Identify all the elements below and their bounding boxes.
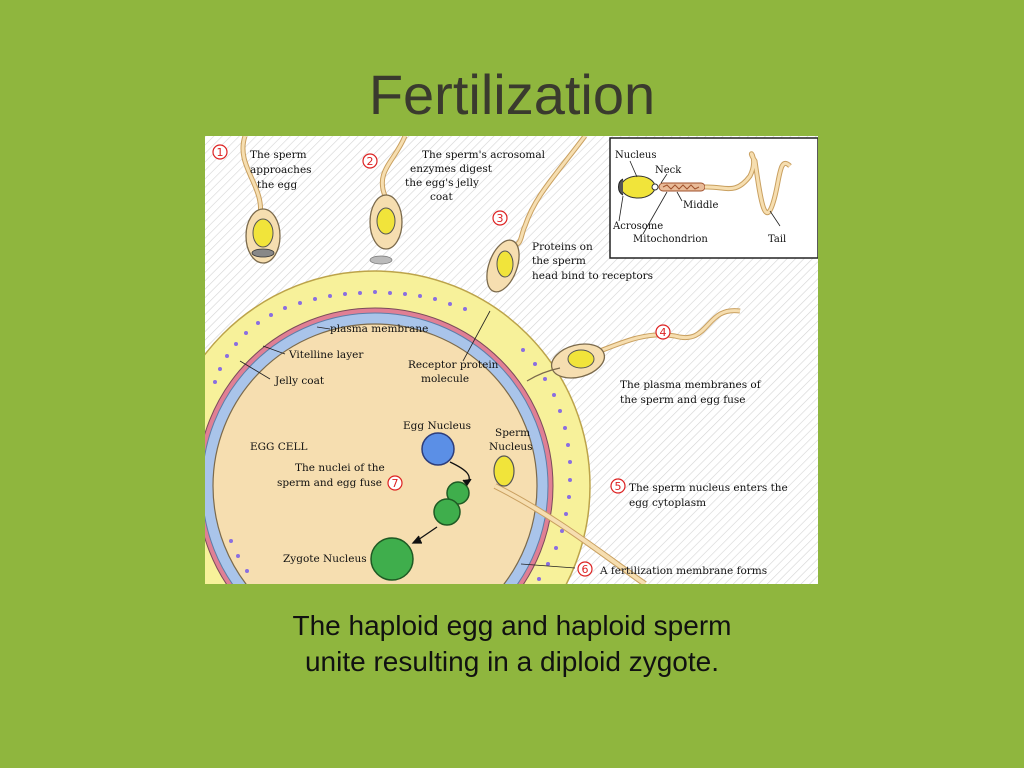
zygote-nucleus-label: Zygote Nucleus bbox=[283, 553, 367, 565]
receptor-dots bbox=[213, 290, 572, 581]
step-3-number: 3 bbox=[497, 212, 504, 225]
svg-text:The sperm nucleus enters the: The sperm nucleus enters the bbox=[629, 482, 788, 494]
step-5-number: 5 bbox=[615, 480, 622, 493]
step-7-text: The nuclei of the sperm and egg fuse bbox=[277, 462, 385, 489]
step-4-number: 4 bbox=[660, 326, 667, 339]
inset-neck-label: Neck bbox=[655, 165, 682, 176]
sperm-anatomy-inset bbox=[609, 137, 818, 259]
svg-text:the sperm and egg fuse: the sperm and egg fuse bbox=[620, 394, 746, 406]
sperm-2 bbox=[369, 136, 408, 265]
step-3-text: Proteins on the sperm head bind to recep… bbox=[532, 241, 653, 282]
svg-text:Receptor protein: Receptor protein bbox=[408, 359, 499, 371]
step-7-number: 7 bbox=[392, 477, 399, 490]
step-1-number: 1 bbox=[217, 146, 224, 159]
fertilization-diagram: 1 2 3 4 5 6 7 The sperm approaches the e… bbox=[205, 136, 818, 584]
slide-title: Fertilization bbox=[368, 63, 656, 126]
step-6-text: A fertilization membrane forms bbox=[599, 565, 767, 577]
svg-text:The plasma membranes of: The plasma membranes of bbox=[620, 379, 762, 391]
svg-text:the egg: the egg bbox=[257, 179, 297, 191]
inset-mitochondrion-label: Mitochondrion bbox=[633, 234, 708, 245]
svg-text:enzymes digest: enzymes digest bbox=[410, 163, 493, 175]
svg-text:Sperm: Sperm bbox=[495, 427, 530, 439]
inset-nucleus-label: Nucleus bbox=[615, 150, 656, 161]
step-numbers: 1 2 3 4 5 6 7 bbox=[212, 144, 671, 577]
sperm-3 bbox=[486, 136, 587, 293]
inset-tail-label: Tail bbox=[768, 234, 786, 245]
svg-text:egg cytoplasm: egg cytoplasm bbox=[629, 497, 706, 509]
step-2-text: The sperm's acrosomal enzymes digest the… bbox=[405, 149, 546, 203]
svg-text:the sperm: the sperm bbox=[532, 255, 586, 267]
slide-caption: The haploid egg and haploid sperm unite … bbox=[0, 608, 1024, 680]
fusing-nuclei bbox=[433, 481, 470, 526]
svg-text:Nucleus: Nucleus bbox=[489, 441, 533, 453]
plasma-membrane-label: plasma membrane bbox=[330, 323, 428, 335]
svg-text:head bind to receptors: head bind to receptors bbox=[532, 270, 653, 282]
svg-text:The sperm's acrosomal: The sperm's acrosomal bbox=[422, 149, 546, 161]
svg-text:the egg's jelly: the egg's jelly bbox=[405, 177, 479, 189]
egg-cell-label: EGG CELL bbox=[250, 441, 307, 453]
egg-nucleus bbox=[421, 432, 455, 466]
svg-text:The sperm: The sperm bbox=[250, 149, 307, 161]
sperm-1 bbox=[240, 136, 281, 264]
svg-text:The nuclei of the: The nuclei of the bbox=[295, 462, 385, 474]
svg-text:approaches: approaches bbox=[250, 164, 312, 176]
caption-line-1: The haploid egg and haploid sperm bbox=[292, 610, 732, 641]
caption-line-2: unite resulting in a diploid zygote. bbox=[304, 646, 720, 677]
step-6-number: 6 bbox=[582, 563, 589, 576]
svg-text:A fertilization membrane forms: A fertilization membrane forms bbox=[599, 565, 767, 577]
egg-cell bbox=[205, 270, 591, 584]
inset-acrosome-label: Acrosome bbox=[612, 221, 663, 232]
inset-middle-label: Middle bbox=[683, 200, 718, 211]
svg-text:coat: coat bbox=[430, 191, 453, 203]
sperm-4 bbox=[526, 308, 741, 382]
svg-text:molecule: molecule bbox=[421, 373, 469, 385]
receptor-label: Receptor protein molecule bbox=[408, 359, 499, 385]
jelly-coat-label: Jelly coat bbox=[274, 375, 325, 387]
zygote-nucleus bbox=[370, 537, 414, 581]
step-4-text: The plasma membranes of the sperm and eg… bbox=[620, 379, 762, 406]
svg-text:sperm and egg fuse: sperm and egg fuse bbox=[277, 477, 382, 489]
egg-nucleus-label: Egg Nucleus bbox=[403, 420, 471, 432]
svg-text:Proteins on: Proteins on bbox=[532, 241, 593, 253]
vitelline-layer-label: Vitelline layer bbox=[288, 349, 364, 361]
sperm-nucleus bbox=[493, 455, 515, 487]
step-1-text: The sperm approaches the egg bbox=[250, 149, 312, 191]
arrows bbox=[411, 461, 472, 544]
sperm-nucleus-label: Sperm Nucleus bbox=[489, 427, 533, 453]
step-5-text: The sperm nucleus enters the egg cytopla… bbox=[629, 482, 788, 509]
pointer-lines bbox=[239, 310, 576, 569]
step-2-number: 2 bbox=[367, 155, 374, 168]
sperm-5 bbox=[493, 455, 647, 584]
